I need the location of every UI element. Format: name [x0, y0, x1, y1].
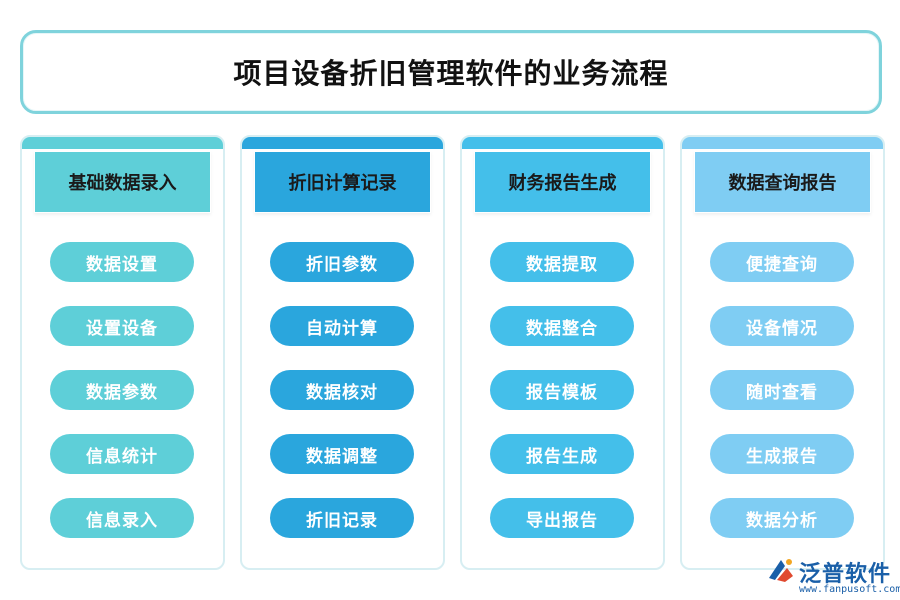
step-pill: 数据提取 — [490, 242, 634, 282]
column-data-query-report: 数据查询报告 便捷查询 设备情况 随时查看 生成报告 数据分析 — [680, 135, 885, 570]
step-pill: 随时查看 — [710, 370, 854, 410]
column-header: 数据查询报告 — [694, 151, 871, 213]
column-header: 基础数据录入 — [34, 151, 211, 213]
step-pill: 报告生成 — [490, 434, 634, 474]
step-pill: 便捷查询 — [710, 242, 854, 282]
column-top-bar — [242, 137, 443, 149]
step-pill: 信息统计 — [50, 434, 194, 474]
column-header: 折旧计算记录 — [254, 151, 431, 213]
step-pill: 数据设置 — [50, 242, 194, 282]
step-pill: 生成报告 — [710, 434, 854, 474]
column-top-bar — [462, 137, 663, 149]
step-pill: 设置设备 — [50, 306, 194, 346]
column-top-bar — [682, 137, 883, 149]
column-top-bar — [22, 137, 223, 149]
column-financial-report: 财务报告生成 数据提取 数据整合 报告模板 报告生成 导出报告 — [460, 135, 665, 570]
step-pill: 数据分析 — [710, 498, 854, 538]
brand-logo: 泛普软件 www.fanpusoft.com — [765, 556, 900, 598]
step-pill: 数据调整 — [270, 434, 414, 474]
column-depreciation-record: 折旧计算记录 折旧参数 自动计算 数据核对 数据调整 折旧记录 — [240, 135, 445, 570]
title-banner: 项目设备折旧管理软件的业务流程 — [20, 30, 882, 114]
diagram-title: 项目设备折旧管理软件的业务流程 — [233, 57, 669, 90]
step-pill: 折旧记录 — [270, 498, 414, 538]
step-pill: 折旧参数 — [270, 242, 414, 282]
step-pill: 数据核对 — [270, 370, 414, 410]
column-basic-data-entry: 基础数据录入 数据设置 设置设备 数据参数 信息统计 信息录入 — [20, 135, 225, 570]
step-pill: 数据整合 — [490, 306, 634, 346]
column-header: 财务报告生成 — [474, 151, 651, 213]
step-pill: 报告模板 — [490, 370, 634, 410]
logo-url: www.fanpusoft.com — [799, 584, 900, 595]
logo-text: 泛普软件 — [799, 562, 892, 587]
step-pill: 信息录入 — [50, 498, 194, 538]
fanpu-logo-icon — [769, 559, 793, 582]
title-inner: 项目设备折旧管理软件的业务流程 — [33, 39, 869, 105]
step-pill: 导出报告 — [490, 498, 634, 538]
step-pill: 自动计算 — [270, 306, 414, 346]
step-pill: 数据参数 — [50, 370, 194, 410]
step-pill: 设备情况 — [710, 306, 854, 346]
